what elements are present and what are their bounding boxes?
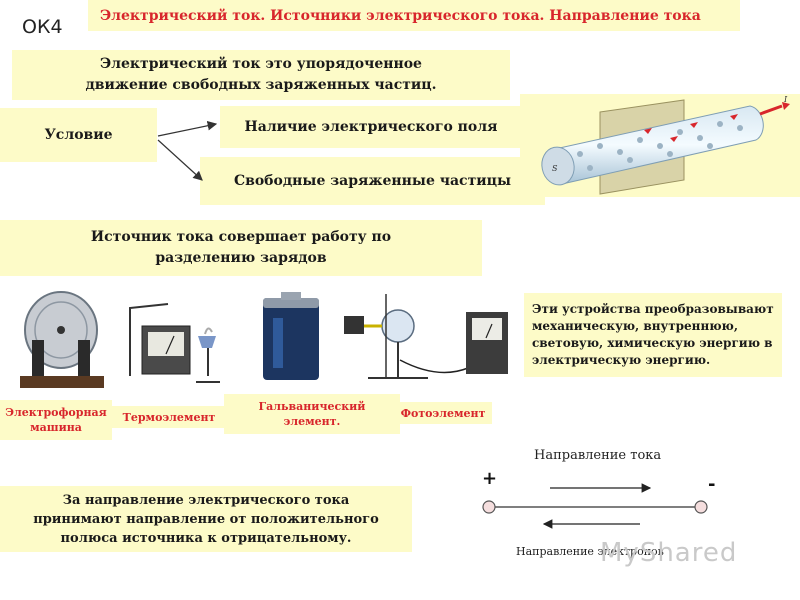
definition-line-2: движение свободных заряженных частиц. [85, 77, 437, 93]
source-line-2: разделению зарядов [155, 250, 327, 266]
electrophore-machine-image [20, 291, 104, 388]
condition-free-charges: Свободные заряженные частицы [200, 157, 545, 205]
conductor-illustration: I S [520, 94, 800, 197]
condition-arrows [157, 121, 218, 181]
definition-box: Электрический ток это упорядоченное движ… [12, 50, 510, 100]
section-code: ОК4 [22, 16, 63, 38]
current-direction-definition: За направление электрического тока прини… [0, 486, 412, 552]
energy-conversion-note: Эти устройства преобразовывают механичес… [524, 293, 782, 377]
direction-diagram [482, 483, 708, 529]
thermocouple-image [129, 303, 220, 383]
label-thermocouple: Термоэлемент [112, 406, 226, 428]
direction-line-3: полюса источника к отрицательному. [60, 530, 352, 546]
direction-line-2: принимают направление от положительного [33, 511, 379, 527]
label-galvanic-cell: Гальванический элемент. [224, 394, 400, 434]
galvanic-cell-image [263, 292, 319, 380]
watermark: MyShared [600, 538, 738, 568]
source-line-1: Источник тока совершает работу по [90, 229, 392, 245]
label-electrophore-line-2: машина [30, 421, 82, 434]
condition-electric-field: Наличие электрического поля [220, 106, 522, 148]
label-galvanic-line-1: Гальванический [258, 400, 366, 413]
positive-pole-label: + [482, 468, 498, 489]
current-direction-label: Направление тока [534, 448, 662, 463]
area-symbol: S [552, 164, 558, 173]
negative-pole-label: - [708, 474, 716, 495]
negative-terminal-icon [694, 500, 708, 514]
label-electrophore-machine: Электрофорная машина [0, 400, 112, 440]
tube-end [541, 146, 575, 186]
current-symbol: I [783, 95, 788, 104]
source-work-box: Источник тока совершает работу по раздел… [0, 220, 482, 276]
definition-line-1: Электрический ток это упорядоченное [100, 56, 422, 72]
electron-direction-label: Направление электронов [516, 545, 664, 558]
direction-line-1: За направление электрического тока [62, 492, 350, 508]
label-photocell: Фотоэлемент [394, 402, 492, 424]
page-title: Электрический ток. Источники электрическ… [88, 0, 740, 31]
current-arrow-icon [759, 104, 783, 116]
condition-box: Условие [0, 108, 157, 162]
label-galvanic-line-2: элемент. [283, 415, 341, 428]
arrow-to-charges [157, 139, 203, 181]
label-electrophore-line-1: Электрофорная [5, 406, 107, 419]
positive-terminal-icon [482, 500, 496, 514]
photocell-image [344, 294, 508, 379]
arrow-to-field [157, 121, 218, 137]
